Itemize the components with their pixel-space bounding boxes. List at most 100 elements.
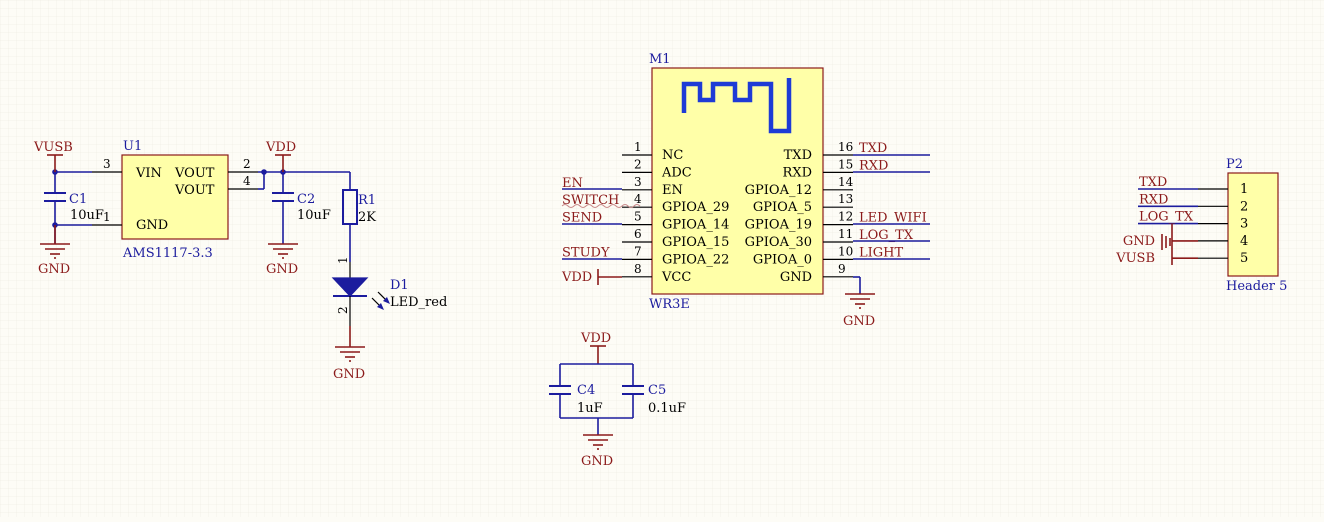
m1-right-pin-name: RXD bbox=[783, 165, 812, 180]
m1-right-pin-num: 9 bbox=[838, 262, 846, 276]
m1-right-pin-name: GND bbox=[780, 270, 812, 285]
u1-pin1-num: 1 bbox=[103, 210, 111, 224]
u1-pin-vout-label: VOUT bbox=[174, 166, 215, 181]
m1-value: WR3E bbox=[649, 297, 690, 312]
u1-ref: U1 bbox=[123, 139, 142, 154]
p2-pin-num: 1 bbox=[1240, 182, 1248, 197]
d1-value: LED_red bbox=[390, 295, 447, 310]
c1-ref: C1 bbox=[69, 192, 87, 207]
m1-left-pin-name: EN bbox=[662, 183, 683, 198]
m1-left-pin-num: 6 bbox=[634, 227, 642, 241]
u1-pin-vout2-label: VOUT bbox=[174, 183, 215, 198]
m1-left-net-label: EN bbox=[562, 176, 583, 191]
vdd-label-m1: VDD bbox=[561, 270, 592, 285]
p2-pin-num: 5 bbox=[1240, 251, 1248, 266]
m1-right-net-label: LIGHT bbox=[859, 245, 903, 260]
c5-capacitor[interactable]: C5 0.1uF bbox=[622, 383, 686, 416]
gnd-symbol-c2[interactable]: GND bbox=[266, 243, 298, 277]
m1-left-pin-name: ADC bbox=[661, 165, 692, 180]
c2-ref: C2 bbox=[297, 192, 315, 207]
d1-ref: D1 bbox=[390, 278, 409, 293]
d1-pin2-num: 2 bbox=[336, 306, 350, 314]
m1-right-pin-name: GPIOA_30 bbox=[745, 235, 812, 250]
gnd-symbol-d1[interactable]: GND bbox=[333, 326, 365, 382]
m1-left-pin-num: 5 bbox=[634, 210, 642, 224]
m1-left-pin-num: 7 bbox=[634, 244, 642, 258]
r1-resistor[interactable]: R1 2K bbox=[342, 189, 376, 225]
vdd-symbol-m1[interactable]: VDD bbox=[561, 269, 622, 285]
m1-left-net-label: STUDY bbox=[562, 245, 610, 260]
vusb-power-symbol[interactable]: VUSB bbox=[33, 140, 73, 172]
p2-pin-num: 3 bbox=[1240, 217, 1248, 232]
m1-right-net-label: LED_WIFI bbox=[859, 211, 927, 226]
c1-value: 10uF bbox=[70, 208, 104, 223]
gnd-label-c2: GND bbox=[266, 262, 298, 277]
vdd-label-left: VDD bbox=[265, 140, 296, 155]
m1-ref: M1 bbox=[649, 52, 671, 67]
p2-pins: 1 TXD 2 RXD 3 LOG_TX 4 GND 5 VUSB bbox=[1115, 175, 1248, 266]
gnd-symbol-decoupling[interactable]: GND bbox=[581, 434, 613, 469]
u1-regulator[interactable]: U1 AMS1117-3.3 VIN GND VOUT VOUT 3 1 2 4 bbox=[92, 139, 258, 261]
u1-pin-gnd-label: GND bbox=[136, 218, 168, 233]
m1-module[interactable]: M1 WR3E 1NC2ADC3ENEN4GPIOA_29SWITCH5GPIO… bbox=[562, 52, 927, 312]
m1-body[interactable] bbox=[651, 67, 824, 295]
m1-left-pin-num: 8 bbox=[634, 262, 642, 276]
vdd-symbol-decoupling[interactable]: VDD bbox=[580, 331, 611, 364]
m1-left-pin-num: 1 bbox=[634, 140, 642, 154]
gnd-symbol-c1[interactable]: GND bbox=[38, 225, 70, 277]
p2-value: Header 5 bbox=[1226, 279, 1287, 294]
u1-pin2-num: 2 bbox=[243, 157, 251, 171]
u1-value: AMS1117-3.3 bbox=[122, 246, 213, 261]
m1-right-pin-name: GPIOA_19 bbox=[745, 218, 812, 233]
m1-right-pin-num: 12 bbox=[838, 210, 853, 224]
gnd-label-d1: GND bbox=[333, 367, 365, 382]
m1-left-net-label: SEND bbox=[562, 211, 602, 226]
gnd-symbol-m1[interactable]: GND bbox=[843, 293, 875, 329]
m1-left-pin-name: GPIOA_14 bbox=[662, 218, 729, 233]
r1-ref: R1 bbox=[358, 193, 376, 208]
d1-led[interactable]: 1 2 D1 LED_red bbox=[331, 256, 447, 326]
led-arrow-1-head bbox=[377, 303, 384, 310]
u1-pin-vin-label: VIN bbox=[135, 166, 162, 181]
vdd-power-symbol-left[interactable]: VDD bbox=[265, 140, 296, 172]
c2-value: 10uF bbox=[297, 208, 331, 223]
m1-right-net-label: TXD bbox=[859, 141, 887, 156]
p2-pin-num: 2 bbox=[1240, 199, 1248, 214]
r1-value: 2K bbox=[358, 210, 376, 225]
m1-right-pin-name: GPIOA_0 bbox=[753, 252, 812, 267]
c2-capacitor[interactable]: C2 10uF bbox=[272, 192, 331, 223]
c1-capacitor[interactable]: C1 10uF bbox=[44, 192, 104, 223]
vusb-label: VUSB bbox=[33, 140, 73, 155]
c4-ref: C4 bbox=[577, 383, 595, 398]
led-arrow-2-head bbox=[383, 297, 390, 304]
m1-right-pin-name: TXD bbox=[784, 148, 812, 163]
m1-right-pin-name: GPIOA_5 bbox=[753, 200, 812, 215]
p2-power-label: GND bbox=[1123, 234, 1155, 249]
m1-left-pins: 1NC2ADC3ENEN4GPIOA_29SWITCH5GPIOA_14SEND… bbox=[562, 140, 729, 285]
p2-body[interactable] bbox=[1227, 172, 1279, 277]
p2-net-label: LOG_TX bbox=[1139, 210, 1194, 225]
p2-pin-num: 4 bbox=[1240, 234, 1248, 249]
p2-power-label: VUSB bbox=[1115, 251, 1155, 266]
m1-left-pin-num: 2 bbox=[634, 157, 642, 171]
m1-left-pin-name: NC bbox=[662, 148, 683, 163]
p2-net-label: RXD bbox=[1139, 192, 1168, 207]
gnd-label-c1: GND bbox=[38, 262, 70, 277]
m1-right-net-label: RXD bbox=[859, 158, 888, 173]
c4-value: 1uF bbox=[577, 401, 603, 416]
u1-body[interactable] bbox=[121, 154, 229, 240]
m1-right-pin-num: 14 bbox=[838, 175, 854, 189]
m1-left-pin-name: VCC bbox=[661, 270, 691, 285]
m1-right-pin-name: GPIOA_12 bbox=[745, 183, 812, 198]
u1-pin3-num: 3 bbox=[103, 157, 111, 171]
wires-left bbox=[54, 171, 351, 262]
c4-capacitor[interactable]: C4 1uF bbox=[549, 383, 603, 416]
c5-ref: C5 bbox=[648, 383, 666, 398]
vdd-label-decoupling: VDD bbox=[580, 331, 611, 346]
p2-net-label: TXD bbox=[1139, 175, 1167, 190]
decoupling-block: VDD C4 1uF C5 0.1uF GND bbox=[549, 331, 686, 469]
gnd-label-decoupling: GND bbox=[581, 454, 613, 469]
